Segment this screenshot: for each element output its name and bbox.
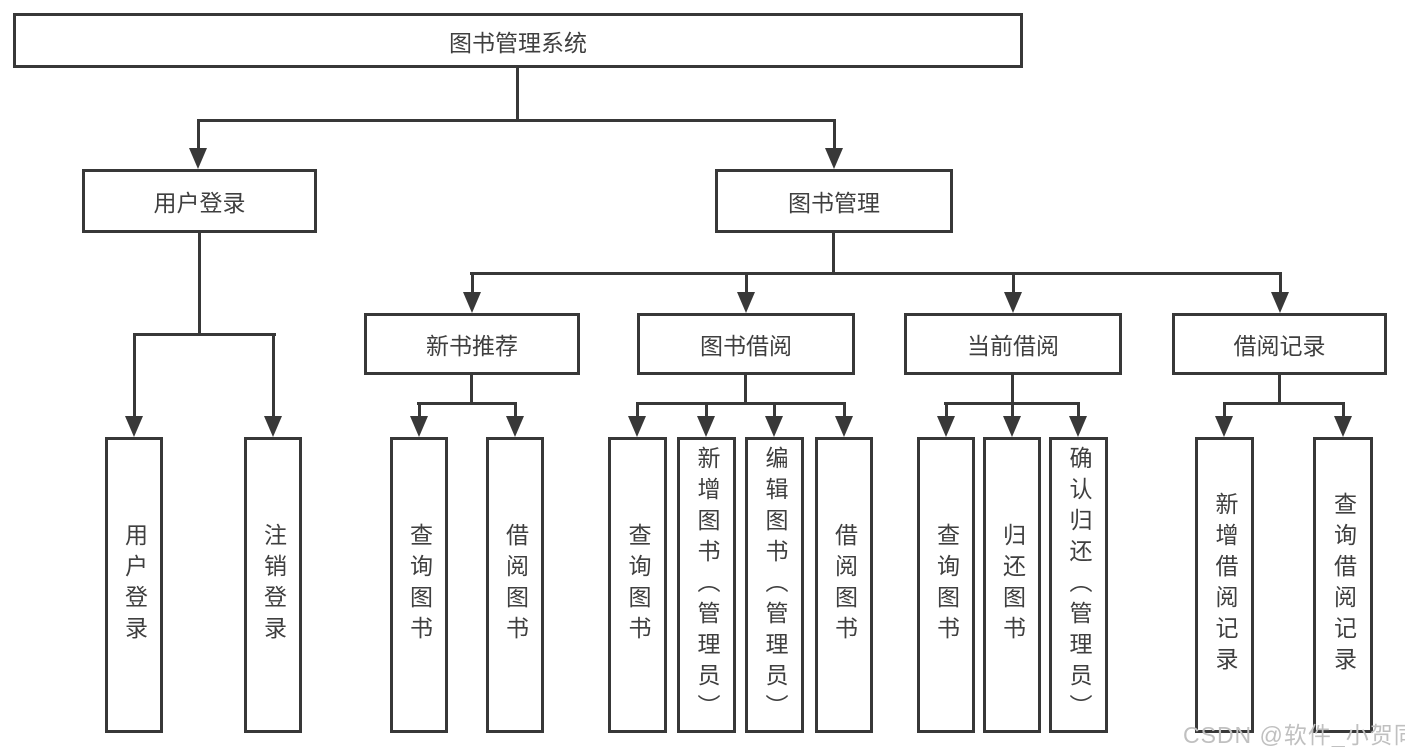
- connector-line: [636, 402, 846, 405]
- arrow-down-icon: [697, 416, 715, 437]
- arrow-down-icon: [125, 416, 143, 437]
- connector-line: [471, 272, 474, 294]
- connector-line: [843, 402, 846, 418]
- diagram-node-user-login: 用户登录: [82, 169, 317, 233]
- diagram-node-user-login-action: 用户登录: [105, 437, 163, 733]
- connector-line: [198, 233, 201, 336]
- node-label: 查询借阅记录: [1330, 492, 1357, 678]
- node-label: 当前借阅: [967, 333, 1059, 359]
- connector-line: [470, 272, 1282, 275]
- diagram-node-add-books-admin: 新增图书（管理员）: [677, 437, 736, 733]
- diagram-node-logout-action: 注销登录: [244, 437, 302, 733]
- arrow-down-icon: [737, 292, 755, 313]
- connector-line: [832, 233, 835, 275]
- connector-line: [272, 333, 275, 418]
- diagram-node-new-book-recommend: 新书推荐: [364, 313, 580, 375]
- arrow-down-icon: [1069, 416, 1087, 437]
- node-label: 新增图书（管理员）: [694, 445, 720, 725]
- arrow-down-icon: [463, 292, 481, 313]
- diagram-node-query-books-current: 查询图书: [917, 437, 975, 733]
- node-label: 新书推荐: [426, 333, 518, 359]
- node-label: 归还图书: [999, 523, 1026, 647]
- node-label: 用户登录: [153, 190, 246, 216]
- watermark: CSDN @软件_小贺同学: [1183, 722, 1405, 747]
- arrow-down-icon: [628, 416, 646, 437]
- connector-line: [133, 333, 276, 336]
- connector-line: [417, 402, 517, 405]
- node-label: 用户登录: [121, 523, 148, 647]
- arrow-down-icon: [1003, 416, 1021, 437]
- connector-line: [945, 402, 948, 418]
- connector-line: [470, 375, 473, 405]
- connector-line: [1011, 402, 1014, 418]
- diagram-node-borrow-books-borrowing: 借阅图书: [815, 437, 873, 733]
- connector-line: [833, 119, 836, 150]
- node-label: 查询图书: [406, 523, 433, 647]
- diagram-node-query-books-recommend: 查询图书: [390, 437, 448, 733]
- arrow-down-icon: [1334, 416, 1352, 437]
- connector-line: [1342, 402, 1345, 418]
- node-label: 注销登录: [260, 523, 287, 647]
- connector-line: [197, 119, 200, 150]
- connector-line: [1279, 272, 1282, 294]
- diagram-node-book-borrowing: 图书借阅: [637, 313, 855, 375]
- connector-line: [516, 68, 519, 121]
- arrow-down-icon: [1215, 416, 1233, 437]
- arrow-down-icon: [506, 416, 524, 437]
- arrow-down-icon: [937, 416, 955, 437]
- connector-line: [1011, 375, 1014, 405]
- diagram-node-book-management: 图书管理: [715, 169, 953, 233]
- diagram-node-confirm-return-admin: 确认归还（管理员）: [1049, 437, 1108, 733]
- diagram-node-root: 图书管理系统: [13, 13, 1023, 68]
- diagram-node-edit-books-admin: 编辑图书（管理员）: [745, 437, 804, 733]
- node-label: 借阅图书: [502, 523, 529, 647]
- node-label: 查询图书: [933, 523, 960, 647]
- diagram-node-add-borrowing-record: 新增借阅记录: [1195, 437, 1254, 733]
- node-label: 确认归还（管理员）: [1066, 445, 1092, 725]
- connector-line: [514, 402, 517, 418]
- arrow-down-icon: [765, 416, 783, 437]
- diagram-node-borrowing-records: 借阅记录: [1172, 313, 1387, 375]
- node-label: 借阅图书: [831, 523, 858, 647]
- connector-line: [418, 402, 421, 418]
- node-label: 图书管理系统: [449, 29, 587, 56]
- connector-line: [1223, 402, 1226, 418]
- arrow-down-icon: [825, 148, 843, 169]
- diagram-node-query-books-borrowing: 查询图书: [608, 437, 667, 733]
- connector-line: [197, 119, 836, 122]
- arrow-down-icon: [410, 416, 428, 437]
- diagram-node-borrow-books-recommend: 借阅图书: [486, 437, 544, 733]
- node-label: 查询图书: [625, 523, 651, 647]
- arrow-down-icon: [189, 148, 207, 169]
- connector-line: [1012, 272, 1015, 294]
- arrow-down-icon: [264, 416, 282, 437]
- node-label: 图书借阅: [700, 333, 792, 359]
- node-label: 借阅记录: [1233, 333, 1326, 359]
- node-label: 编辑图书（管理员）: [762, 445, 788, 725]
- node-label: 新增借阅记录: [1212, 492, 1238, 678]
- node-label: 图书管理: [788, 190, 880, 216]
- diagram-node-current-borrowing: 当前借阅: [904, 313, 1122, 375]
- connector-line: [705, 402, 708, 418]
- connector-line: [133, 333, 136, 418]
- connector-line: [773, 402, 776, 418]
- connector-line: [636, 402, 639, 418]
- connector-line: [744, 375, 747, 405]
- connector-line: [745, 272, 748, 294]
- arrow-down-icon: [1004, 292, 1022, 313]
- connector-line: [1278, 375, 1281, 405]
- diagram-node-query-borrowing-record: 查询借阅记录: [1313, 437, 1373, 733]
- arrow-down-icon: [835, 416, 853, 437]
- connector-line: [1077, 402, 1080, 418]
- connector-line: [1223, 402, 1345, 405]
- arrow-down-icon: [1271, 292, 1289, 313]
- diagram-node-return-books: 归还图书: [983, 437, 1041, 733]
